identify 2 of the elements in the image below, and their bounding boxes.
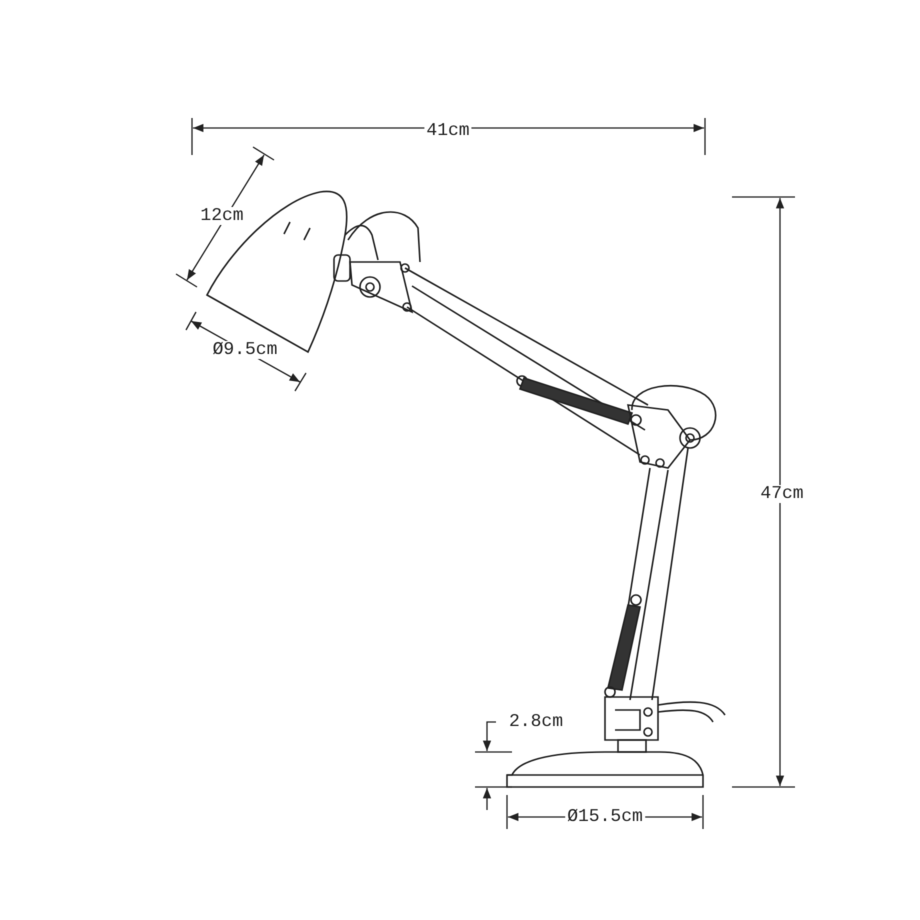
dimension-label: 47cm xyxy=(758,485,806,503)
dimension-label: Ø9.5cm xyxy=(210,341,280,359)
